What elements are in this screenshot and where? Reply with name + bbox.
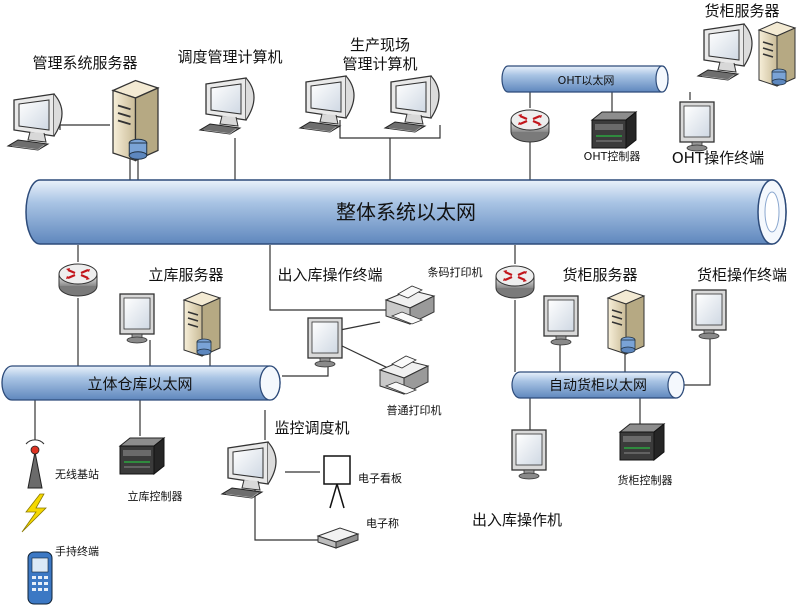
e-board-label: 电子看板 xyxy=(358,471,402,485)
production-pc-label-1: 生产现场 xyxy=(350,36,410,54)
cabinet-server-pc-icon xyxy=(543,295,579,346)
warehouse-ethernet-bus: 立体仓库以太网 xyxy=(1,365,281,401)
e-scale-label: 电子称 xyxy=(366,516,399,530)
mgmt-server-icon xyxy=(112,79,159,162)
main-ethernet-bus: 整体系统以太网 xyxy=(25,179,787,245)
cabinet-controller-icon xyxy=(619,423,665,461)
e-board-icon xyxy=(323,455,351,509)
io-machine-icon xyxy=(511,429,547,480)
io-terminal-label: 出入库操作终端 xyxy=(277,266,382,284)
dispatch-pc-label: 调度管理计算机 xyxy=(177,48,282,66)
cabinet-server-top-label: 货柜服务器 xyxy=(704,2,779,20)
barcode-printer-label: 条码打印机 xyxy=(428,265,483,279)
cabinet-controller-label: 货柜控制器 xyxy=(618,473,673,487)
main-router-top-icon xyxy=(509,108,551,144)
production-pc-2-icon xyxy=(384,75,440,133)
oht-ethernet-bus: OHT以太网 xyxy=(501,65,669,93)
e-scale-icon xyxy=(316,527,360,549)
oht-controller-label: OHT控制器 xyxy=(584,149,641,163)
monitor-pc-label: 监控调度机 xyxy=(274,419,349,437)
warehouse-server-icon xyxy=(183,291,221,357)
monitor-pc-icon xyxy=(221,441,277,499)
auto-cabinet-ethernet-bus: 自动货柜以太网 xyxy=(511,371,685,399)
mgmt-pc-icon xyxy=(7,93,63,151)
production-pc-label-2: 管理计算机 xyxy=(342,55,417,73)
barcode-printer-icon xyxy=(385,285,435,325)
warehouse-server-label: 立库服务器 xyxy=(148,266,223,284)
connection-lines xyxy=(34,58,773,541)
io-machine-label: 出入库操作机 xyxy=(472,511,562,529)
wireless-signal-icon xyxy=(21,493,47,533)
cabinet-terminal-icon xyxy=(691,289,727,340)
cabinet-server-top-pc-icon xyxy=(697,23,753,81)
cabinet-server-top-icon xyxy=(758,21,796,87)
wireless-base-label: 无线基站 xyxy=(55,467,99,481)
normal-printer-label: 普通打印机 xyxy=(387,403,442,417)
warehouse-controller-label: 立库控制器 xyxy=(128,489,183,503)
warehouse-router-icon xyxy=(57,262,99,298)
mgmt-server-label: 管理系统服务器 xyxy=(32,54,137,72)
handheld-label: 手持终端 xyxy=(55,544,99,558)
io-terminal-icon xyxy=(307,317,343,368)
handheld-icon xyxy=(27,551,53,605)
oht-controller-icon xyxy=(591,111,637,149)
warehouse-bus-label: 立体仓库以太网 xyxy=(87,375,192,393)
warehouse-controller-icon xyxy=(119,437,165,475)
oht-bus-label: OHT以太网 xyxy=(558,74,615,87)
auto-cabinet-bus-label: 自动货柜以太网 xyxy=(549,377,647,394)
cabinet-terminal-label: 货柜操作终端 xyxy=(697,266,787,284)
cabinet-server-icon xyxy=(607,289,645,355)
normal-printer-icon xyxy=(379,355,429,395)
cabinet-router-icon xyxy=(494,264,536,300)
cabinet-server-label: 货柜服务器 xyxy=(562,266,637,284)
oht-terminal-label: OHT操作终端 xyxy=(672,149,764,167)
wireless-base-icon xyxy=(25,439,45,489)
production-pc-1-icon xyxy=(299,75,355,133)
main-bus-label: 整体系统以太网 xyxy=(336,200,476,224)
warehouse-server-pc-icon xyxy=(119,293,155,344)
oht-terminal-icon xyxy=(679,101,715,152)
dispatch-pc-icon xyxy=(199,77,255,135)
